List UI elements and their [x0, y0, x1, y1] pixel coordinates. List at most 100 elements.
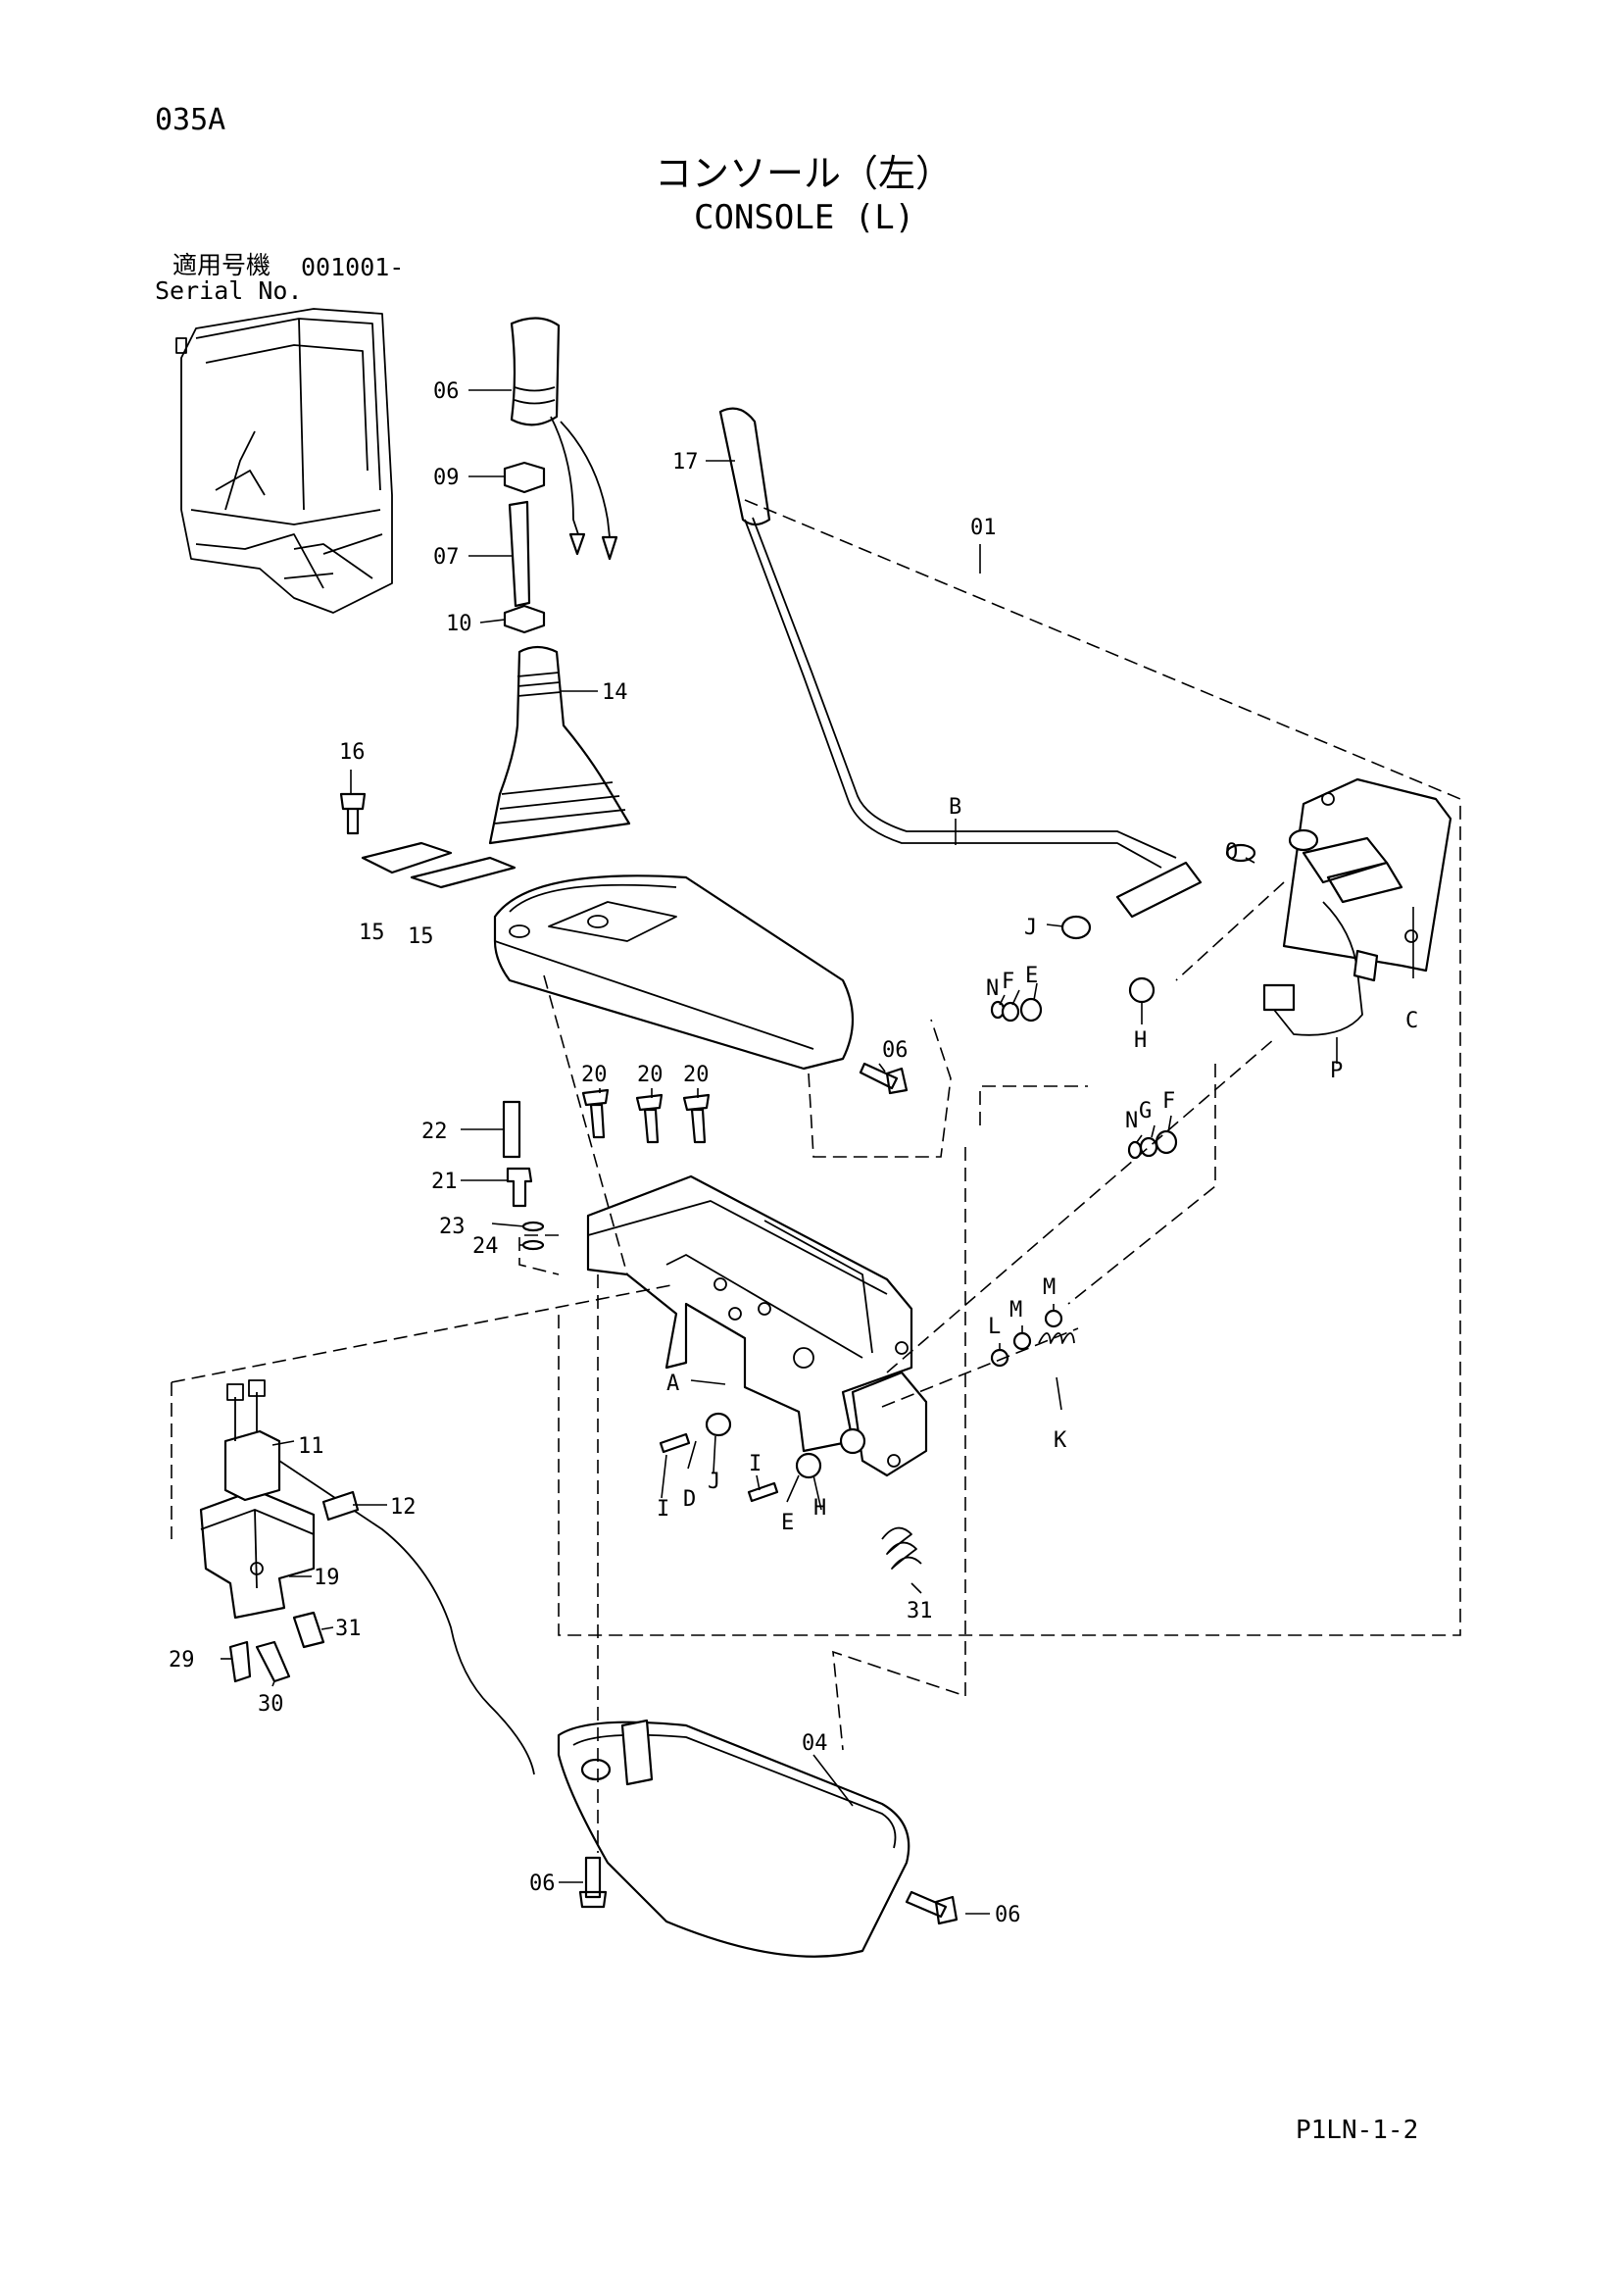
bolt-I2 [747, 1481, 779, 1503]
fitting-31 [292, 1611, 325, 1649]
page-code: 035A [155, 103, 226, 137]
callout-O: O [1225, 840, 1238, 865]
o-ring-O [1225, 843, 1256, 863]
bolt-16 [339, 792, 367, 835]
callout-H2: H [813, 1496, 826, 1521]
washer-M1 [1012, 1331, 1032, 1351]
spring-K [1038, 1332, 1075, 1344]
bracket-A [586, 1174, 928, 1477]
bolt-06a [859, 1062, 909, 1095]
lever-shaft-07 [508, 500, 531, 608]
bolt-06c [905, 1890, 959, 1925]
connector-P [1262, 983, 1296, 1012]
lever-17-grip [718, 407, 771, 526]
fitting-29 [228, 1640, 252, 1683]
callout-20c: 20 [683, 1063, 710, 1087]
callout-I2: I [749, 1452, 762, 1476]
callout-15b: 15 [408, 924, 434, 949]
callout-14: 14 [602, 680, 628, 705]
bolt-20a [581, 1088, 610, 1139]
callout-M2: M [1043, 1275, 1056, 1300]
callout-20b: 20 [637, 1063, 664, 1087]
callout-20a: 20 [581, 1063, 608, 1087]
callout-22: 22 [421, 1120, 448, 1144]
washer-G2 [1139, 1136, 1158, 1158]
callout-16: 16 [339, 740, 366, 765]
callout-01: 01 [970, 516, 997, 540]
callout-P: P [1330, 1059, 1343, 1083]
callout-B: B [949, 795, 961, 820]
washer-24 [521, 1239, 545, 1251]
callout-N1: N [986, 976, 999, 1001]
plate-15b [410, 856, 516, 889]
callout-M1: M [1009, 1298, 1022, 1323]
callout-J1: J [1024, 916, 1037, 940]
callout-12: 12 [390, 1495, 417, 1520]
callout-H1: H [1134, 1028, 1147, 1053]
harness-P [1273, 901, 1363, 1036]
callout-L: L [988, 1315, 1001, 1339]
callout-31: 31 [335, 1617, 362, 1641]
bushing-H1 [1128, 976, 1156, 1004]
callout-04: 04 [802, 1731, 828, 1756]
title-english: CONSOLE (L) [694, 198, 915, 237]
callout-N2: N [1125, 1109, 1138, 1133]
callout-G2: G [1139, 1099, 1152, 1123]
serial-label-japanese: 適用号機 [172, 251, 271, 279]
callout-E1: D [683, 1487, 696, 1512]
pin-21 [506, 1167, 533, 1208]
callout-06a: 06 [882, 1038, 909, 1063]
callout-09: 09 [433, 466, 460, 490]
callout-I1: I [657, 1497, 669, 1522]
callout-A: A [666, 1372, 679, 1396]
callout-17: 17 [672, 450, 699, 474]
bracket-C [1282, 777, 1452, 973]
bushing-J2 [705, 1412, 732, 1437]
bushing-J1 [1060, 915, 1092, 940]
clip-12 [321, 1490, 360, 1522]
collar-H2 [839, 1427, 866, 1455]
bushing-F2 [1155, 1129, 1178, 1155]
serial-number: 001001- [301, 253, 405, 281]
sensor-P [1352, 949, 1379, 982]
bolt-I1 [659, 1432, 691, 1454]
callout-06b: 06 [529, 1872, 556, 1896]
lever-B-pivot [1115, 861, 1203, 919]
callout-30: 30 [258, 1692, 284, 1717]
callout-07: 07 [433, 545, 460, 570]
callout-F2: F [1162, 1089, 1175, 1114]
bolt-20b [635, 1093, 664, 1144]
callout-19: 19 [314, 1566, 340, 1590]
bolt-06b [578, 1856, 608, 1909]
callout-15a: 15 [359, 921, 385, 945]
pin-22 [502, 1100, 521, 1159]
spring-D [881, 1526, 922, 1570]
callout-21: 21 [431, 1170, 458, 1194]
callout-G1: F [1002, 970, 1014, 994]
washer-M2 [1044, 1309, 1063, 1328]
nut-09 [503, 461, 546, 494]
plate-15a [361, 841, 453, 874]
fitting-30 [255, 1640, 291, 1683]
callout-06c: 06 [995, 1903, 1021, 1927]
footer-page-ref: P1LN-1-2 [1296, 2116, 1419, 2145]
bolt-20c [682, 1093, 711, 1144]
nut-10 [503, 604, 546, 634]
callout-J2: J [708, 1470, 720, 1494]
pilot-valve-19 [199, 1379, 316, 1620]
assembly-lines [171, 499, 1461, 1853]
lever-boot-14 [488, 645, 631, 845]
washer-G1 [1001, 1001, 1020, 1023]
callout-10: 10 [446, 612, 472, 636]
callout-K: K [1054, 1428, 1067, 1453]
washer-23 [521, 1221, 545, 1232]
console-cover [493, 874, 855, 1071]
bushing-H2 [795, 1452, 822, 1479]
lower-cover-04 [557, 1719, 910, 1958]
callout-23: 23 [439, 1215, 466, 1239]
serial-label-english: Serial No. [155, 276, 303, 305]
callout-24: 24 [472, 1234, 499, 1259]
grip-08 [510, 317, 618, 561]
leader-lines [221, 389, 1414, 1915]
